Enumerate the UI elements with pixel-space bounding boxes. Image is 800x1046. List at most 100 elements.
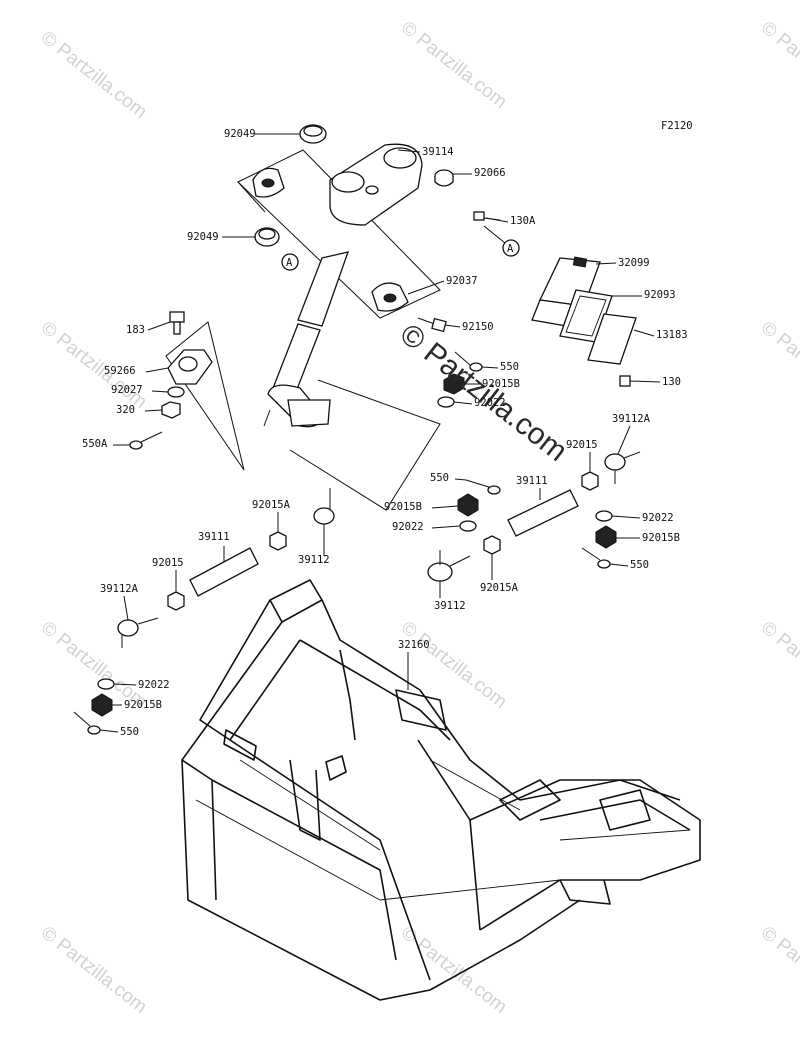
callout-92049-top: 92049 [224,128,300,140]
callout-92015B-mid: 92015B [384,501,459,513]
callout-label: 92037 [446,275,478,287]
callout-183: 183 [126,321,171,336]
callout-label: 39112 [298,554,330,566]
watermark-text: © Partzilla.com [37,27,151,122]
callout-label: 92015B [482,378,520,390]
main-frame-32160 [181,579,701,1001]
callout-label: 92015B [642,532,680,544]
callout-550-right: 550 [609,559,649,571]
callout-label: 320 [116,404,135,416]
callout-leader [99,729,119,733]
callout-leader [485,217,509,223]
callout-label: 550 [500,361,519,373]
callout-550-mid: 550 [430,472,467,484]
leader-outline-center [289,379,441,511]
callout-label: 39112A [612,413,651,425]
callout-92015-left: 92015 [152,557,184,592]
callout-92015B-lower: 92015B [112,699,162,711]
callout-label: 39111 [198,531,230,543]
figure-code: F2120 [661,120,693,132]
callout-label: 92022 [138,679,170,691]
callout-92015-right: 92015 [566,439,598,472]
callout-leader [151,390,169,393]
callout-label: 130 [662,376,681,388]
callout-92027: 92027 [111,384,169,396]
callout-label: 183 [126,324,145,336]
callout-label: 13183 [656,329,688,341]
watermark-center: © Partzilla.com [394,318,574,468]
callout-label: 92022 [474,397,506,409]
washer-92022-mid [459,520,477,532]
tie-rod-end-39112A-right [604,451,641,484]
callout-550-lower: 550 [99,726,139,738]
callout-leader [611,515,641,519]
tie-rod-39111-right [507,489,579,537]
callout-label: 92049 [224,128,256,140]
handlebar-clamp-upper [252,167,285,198]
callout-92066: 92066 [453,167,506,179]
bolt-130A [473,211,501,221]
tie-rod-end-39112-right [427,550,471,582]
callout-label: 92049 [187,231,219,243]
holder-ring-bottom [254,227,280,247]
callout-92022-upper: 92022 [453,397,506,409]
washer-92022-lower [97,678,115,690]
callout-label: 550 [120,726,139,738]
callout-39112-left: 39112 [298,524,330,566]
callout-label: 39111 [516,475,548,487]
callout-label: 32160 [398,639,430,651]
callout-label: 59266 [104,365,136,377]
callout-label: 92093 [644,289,676,301]
callout-92015A-right: 92015A [480,554,519,594]
callout-leader [147,321,171,331]
callout-550-upper: 550 [481,361,519,373]
callout-leader [407,280,445,295]
watermark-text: © Partzilla.com [757,317,800,412]
callout-39112A-right: 39112A [612,413,651,455]
watermark-text: © Partzilla.com [757,17,800,112]
callout-39112A-left: 39112A [100,583,139,621]
watermark-text: © Partzilla.com [37,922,151,1017]
washer-92022-right [595,510,613,522]
castle-nut-92015B-lower [91,693,113,717]
callout-leader [397,149,421,153]
callout-130: 130 [629,376,681,388]
tie-rod-end-39112-left [313,488,335,525]
callout-labels: 92049391149206692049130A3209992037920931… [82,128,688,738]
callout-130A: 130A [485,215,536,227]
leader-outline-left [165,321,245,471]
callout-label: 39112A [100,583,139,595]
nut-92015A-right [483,535,501,555]
callout-92022-mid: 92022 [392,521,461,533]
callout-label: 550A [82,438,108,450]
cotter-pin-550-mid [465,479,501,495]
tie-rod-39111-left [189,547,259,597]
callout-label: 92015B [384,501,422,513]
watermark-text: © Partzilla.com [757,617,800,712]
callout-label: 92022 [642,512,674,524]
castle-nut-92015B-mid [457,493,479,517]
callout-leader [113,683,137,686]
callout-label: 130A [510,215,536,227]
callout-39111-left: 39111 [198,531,230,562]
callout-13183: 13183 [633,329,688,341]
washer-92027 [167,386,185,398]
callout-leader [144,409,163,412]
reference-marker-a-left: A [281,253,299,271]
callout-92015B-right: 92015B [616,532,680,544]
svg-text:A: A [507,243,514,255]
callout-32160: 32160 [398,639,430,690]
callout-label: 39112 [434,600,466,612]
bolt-92150 [417,317,447,333]
callout-550A: 550A [82,438,130,450]
callout-leader [481,366,499,369]
nut-320 [161,401,181,419]
cotter-pin-550-upper [454,351,483,372]
watermark-text: © Partzilla.com [397,617,511,712]
callout-leader [617,425,631,455]
callout-92015A-left: 92015A [252,499,291,532]
washer-92022-upper [437,396,455,408]
callout-label: 92022 [392,521,424,533]
callout-label: 550 [430,472,449,484]
